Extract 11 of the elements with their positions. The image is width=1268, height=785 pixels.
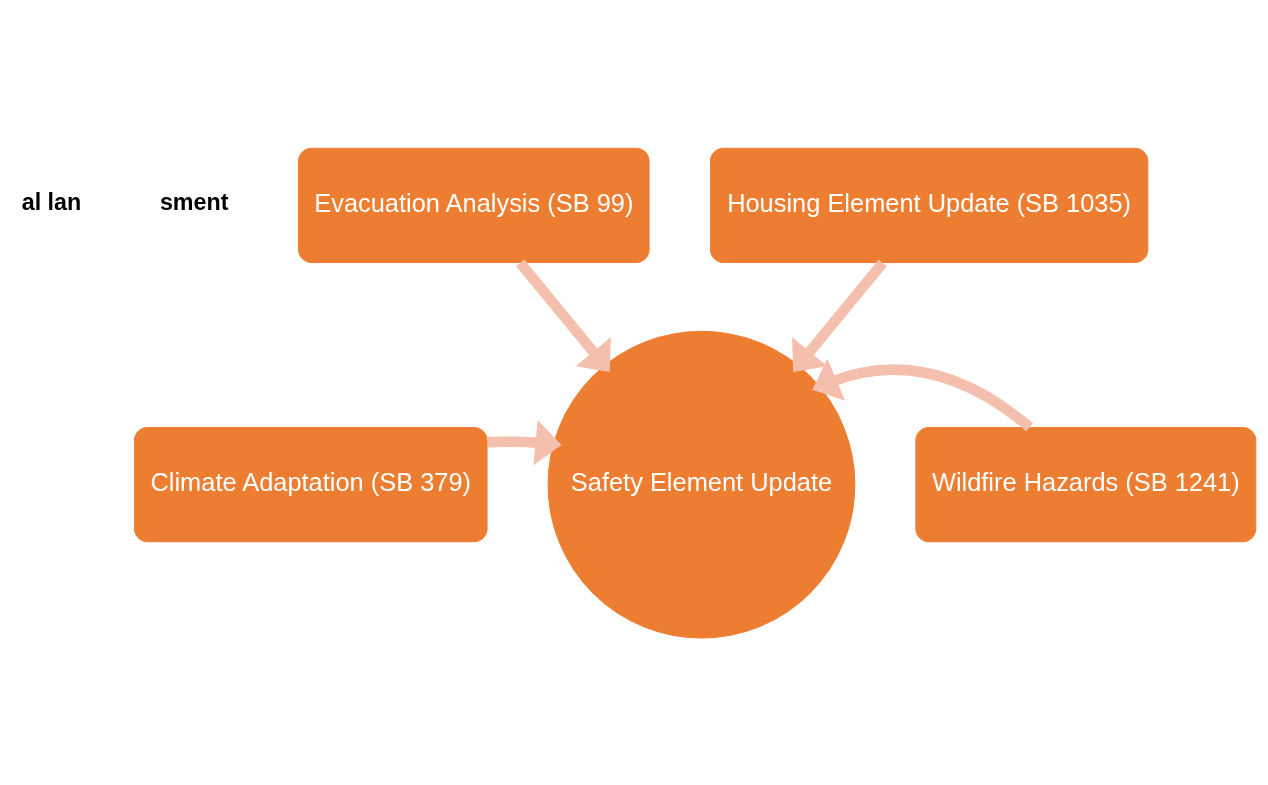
node-box: Housing Element Update (SB 1035) xyxy=(709,147,1148,263)
arrow xyxy=(486,419,561,465)
node-box: Wildfire Hazards (SB 1241) xyxy=(914,426,1256,542)
arrow xyxy=(515,259,611,372)
node-box: Climate Adaptation (SB 379) xyxy=(133,426,488,542)
node-circle: Safety Element Update xyxy=(547,330,855,638)
label: al lan xyxy=(21,188,81,215)
arrow xyxy=(791,259,887,372)
arrow xyxy=(811,358,1033,431)
label: sment xyxy=(159,188,228,215)
node-box: Evacuation Analysis (SB 99) xyxy=(297,147,650,263)
